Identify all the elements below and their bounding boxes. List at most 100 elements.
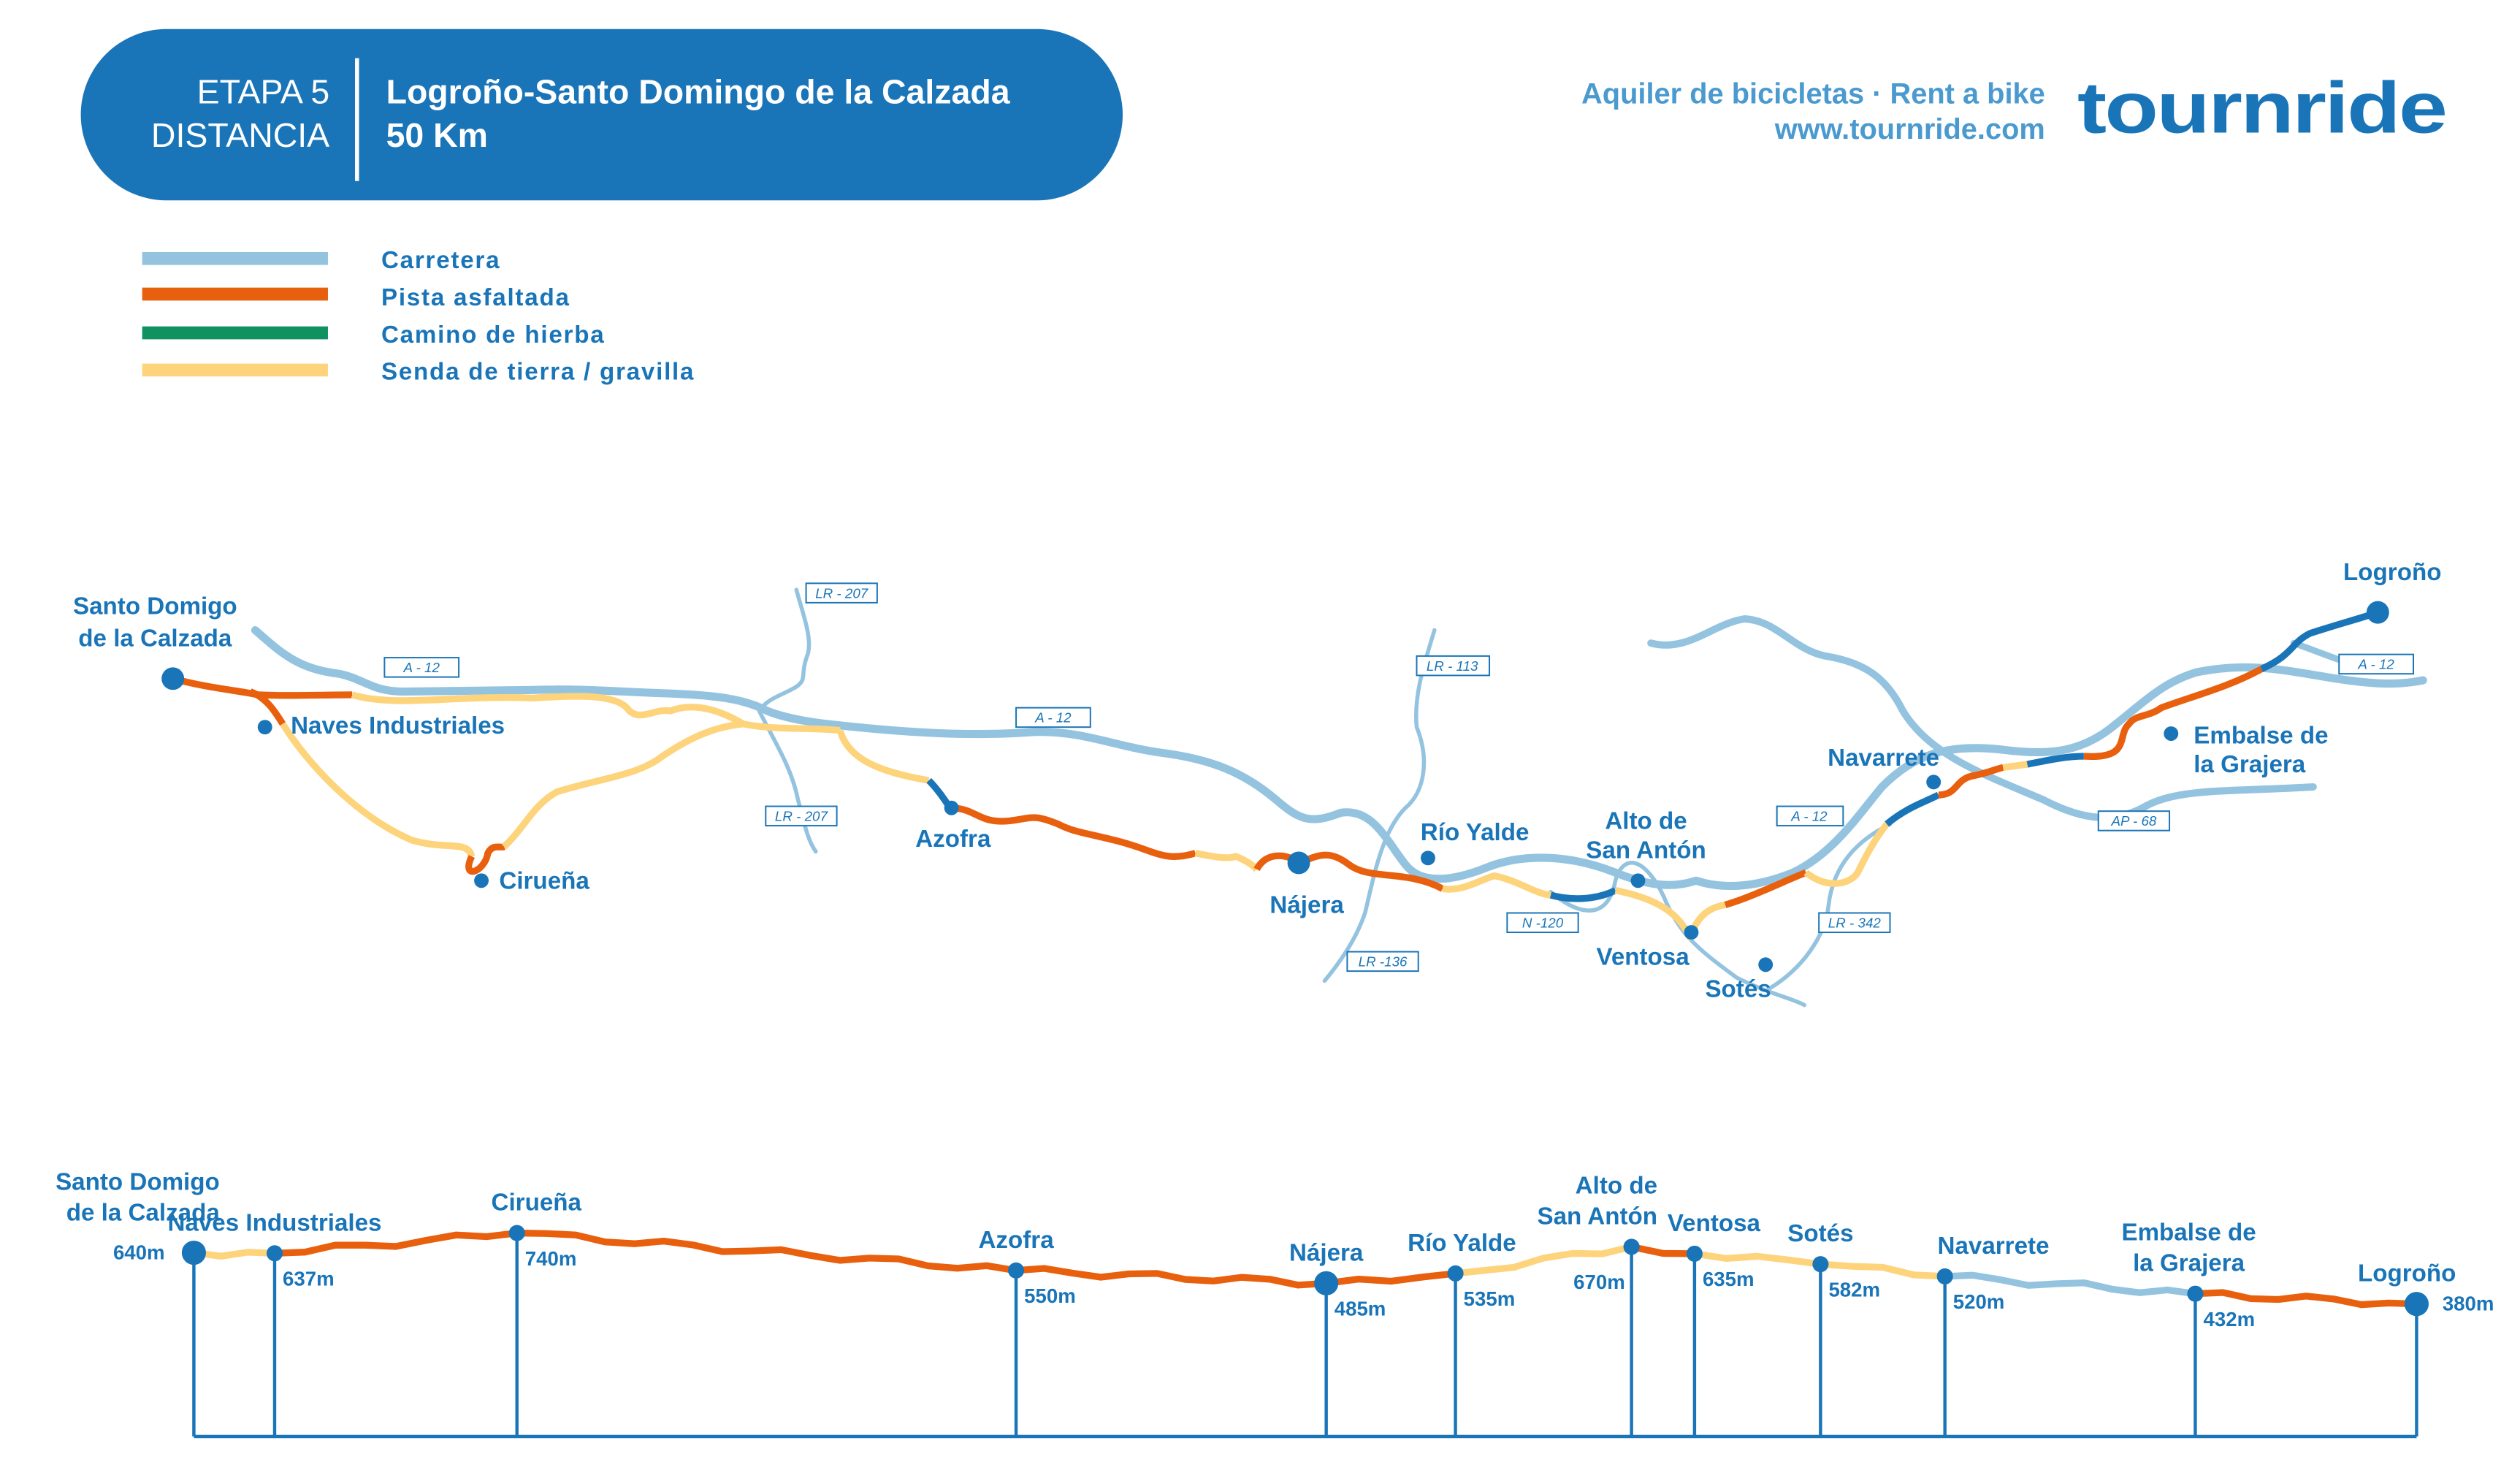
place-marker-rio-yalde[interactable] — [1421, 850, 1435, 866]
route-path — [172, 609, 2379, 941]
profile-stop-marker[interactable] — [1623, 1238, 1640, 1255]
place-label-naves: Naves Industriales — [291, 712, 505, 739]
profile-segment-senda — [1694, 1250, 1822, 1268]
profile-segment-pista — [1326, 1270, 1456, 1287]
profile-stop-name: Azofra — [978, 1227, 1054, 1254]
profile-stop-name: Sotés — [1787, 1220, 1853, 1247]
profile-elevation-label: 635m — [1703, 1268, 1755, 1290]
profile-stop-marker[interactable] — [1936, 1268, 1953, 1284]
profile-elevation-label: 640m — [113, 1241, 165, 1263]
road-label-lr342: LR - 342 — [1828, 915, 1882, 930]
profile-segment-pista — [1015, 1265, 1326, 1289]
road-label-lr136: LR -136 — [1359, 954, 1408, 969]
profile-stop-name: Naves Industriales — [167, 1209, 381, 1236]
route-segment-senda — [501, 720, 744, 850]
profile-segment-pista — [2195, 1289, 2417, 1309]
header-pill — [80, 28, 1123, 201]
road-n120 — [1549, 861, 1807, 1008]
place-label-rio-yalde: Río Yalde — [1421, 819, 1530, 846]
place-label-najera: Nájera — [1269, 891, 1344, 918]
road-label-ap68: AP - 68 — [2110, 813, 2156, 829]
profile-stop-marker[interactable] — [1447, 1265, 1464, 1282]
distance-label: DISTANCIA — [151, 116, 329, 154]
legend-label: Carretera — [381, 247, 500, 274]
profile-elevation-label: 637m — [283, 1268, 335, 1290]
profile-stop-marker[interactable] — [508, 1225, 525, 1241]
route-segment-senda — [836, 729, 930, 784]
route-segment-pista — [950, 804, 1196, 861]
profile-stop-marker[interactable] — [181, 1240, 206, 1265]
route-segment-pista — [1938, 764, 2004, 799]
road-a12 — [251, 625, 2427, 891]
place-marker-sotes[interactable] — [1758, 957, 1773, 973]
road-label-lr207: LR - 207 — [815, 585, 869, 601]
place-marker-ciruena[interactable] — [474, 873, 489, 888]
brand-tagline: Aquiler de bicicletas · Rent a bike — [1581, 78, 2045, 110]
profile-segment-pista — [1630, 1243, 1695, 1257]
profile-stop-marker[interactable] — [1314, 1271, 1339, 1295]
road-label-n120: N -120 — [1522, 915, 1564, 930]
route-segment-carretera — [1885, 791, 1940, 827]
profile-segment-senda — [193, 1249, 275, 1260]
brand-website[interactable]: www.tournride.com — [1774, 113, 2045, 145]
place-marker-alto-san-anton[interactable] — [1630, 873, 1646, 888]
route-title: Logroño-Santo Domingo de la Calzada — [386, 73, 1011, 111]
place-marker-navarrete[interactable] — [1926, 774, 1941, 790]
profile-stop-name: Navarrete — [1938, 1233, 2050, 1260]
profile-elevation-label: 550m — [1024, 1284, 1076, 1307]
place-label-azofra: Azofra — [915, 826, 991, 853]
profile-elevation-label: 535m — [1464, 1287, 1516, 1310]
brand: Aquiler de bicicletas · Rent a bike www.… — [1581, 67, 2447, 148]
profile-stop-marker[interactable] — [2187, 1285, 2204, 1302]
place-marker-naves[interactable] — [257, 720, 272, 735]
place-label-sotes: Sotés — [1705, 975, 1771, 1002]
route-segment-carretera — [2260, 609, 2379, 672]
legend-label: Camino de hierba — [381, 321, 606, 349]
route-segment-carretera — [1549, 887, 1617, 902]
profile-segment-senda — [1455, 1243, 1633, 1277]
road-labels: A - 12 A - 12 A - 12 A - 12 LR - 207 LR … — [383, 582, 2415, 973]
place-marker-azofra[interactable] — [944, 800, 959, 815]
place-marker-ventosa[interactable] — [1684, 925, 1699, 940]
place-marker-embalse[interactable] — [2164, 726, 2179, 741]
profile-stop-marker[interactable] — [2404, 1292, 2429, 1317]
profile-stop-name: Río Yalde — [1408, 1230, 1516, 1257]
profile-elevation-label: 380m — [2443, 1293, 2494, 1315]
route-segment-senda — [1194, 850, 1259, 872]
route-segment-senda — [280, 722, 476, 858]
profile-segment-carretera — [1944, 1271, 2196, 1298]
route-segment-senda — [2002, 761, 2028, 772]
place-label-ventosa: Ventosa — [1597, 943, 1690, 970]
road-lr207 — [757, 587, 818, 854]
legend-label: Pista asfaltada — [381, 284, 570, 311]
route-segment-senda — [1614, 886, 1726, 941]
town-marker-santo-domingo[interactable] — [161, 667, 185, 690]
profile-stop-marker[interactable] — [266, 1245, 283, 1262]
town-marker-najera[interactable] — [1287, 851, 1310, 875]
route-segment-senda — [1442, 872, 1551, 899]
route-segment-senda — [1803, 821, 1890, 887]
road-label-a12: A - 12 — [2357, 657, 2394, 672]
place-label-navarrete: Navarrete — [1828, 745, 1939, 772]
town-marker-logrono[interactable] — [2366, 601, 2389, 624]
profile-stop-marker[interactable] — [1008, 1262, 1025, 1279]
profile-stop-marker[interactable] — [1686, 1245, 1703, 1262]
profile-elevation-label: 432m — [2204, 1308, 2256, 1331]
road-label-a12: A - 12 — [1790, 808, 1828, 823]
route-segment-pista — [248, 688, 286, 726]
legend-label: Senda de tierra / gravilla — [381, 359, 695, 386]
place-label-ciruena: Cirueña — [499, 867, 589, 894]
road-label-a12: A - 12 — [403, 660, 440, 675]
legend: Carretera Pista asfaltada Camino de hier… — [142, 247, 695, 386]
route-segment-pista — [1253, 851, 1445, 892]
profile-stop-name: Ventosa — [1668, 1210, 1761, 1237]
profile-stop-marker[interactable] — [1812, 1256, 1829, 1273]
